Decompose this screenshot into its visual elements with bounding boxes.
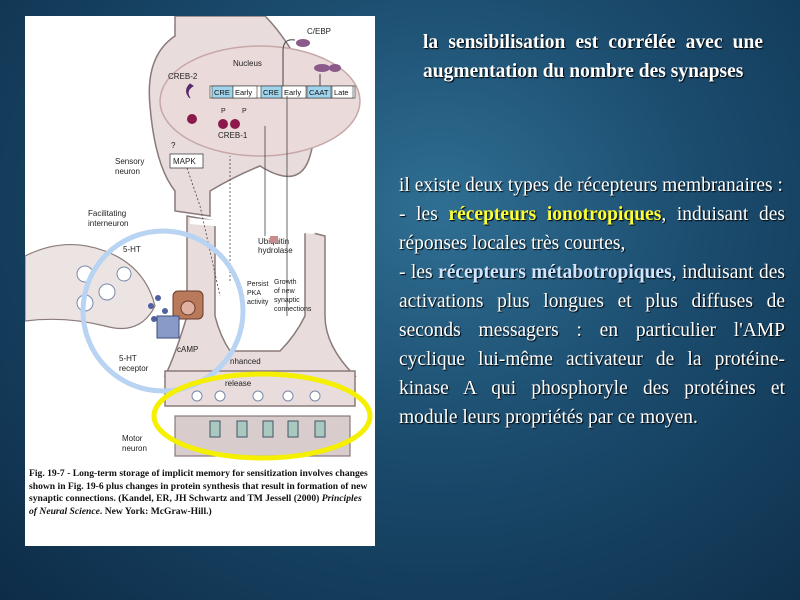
- label-camp: cAMP: [177, 345, 198, 354]
- highlight-ellipse-yellow: [151, 371, 373, 461]
- label-motor: Motor: [122, 434, 143, 443]
- label-release: release: [225, 379, 252, 388]
- label-facilitating: Facilitating: [88, 209, 126, 218]
- label-cebp: C/EBP: [307, 27, 331, 36]
- slide-title: la sensibilisation est corrélée avec une…: [423, 32, 763, 82]
- creb1-molecule-1: [218, 119, 228, 129]
- label-5ht: 5-HT: [123, 245, 141, 254]
- label-question: ?: [171, 141, 176, 150]
- dna-label-cre-2: CRE: [263, 88, 279, 97]
- label-sensory: Sensory: [115, 157, 144, 166]
- label-p-1: P: [221, 108, 226, 115]
- interneuron-terminal: [25, 244, 156, 330]
- label-persistent-3: activity: [247, 299, 269, 306]
- label-creb2: CREB-2: [168, 72, 198, 81]
- dna-label-cre-1: CRE: [214, 88, 230, 97]
- 5ht-receptor: [156, 315, 180, 339]
- highlight-circle-blue: [80, 228, 246, 394]
- label-ubiquitin-2: hydrolase: [258, 246, 293, 255]
- label-growth-2: of new: [274, 288, 296, 295]
- label-persistent-2: PKA: [247, 290, 261, 297]
- creb2-molecule: [186, 83, 194, 99]
- body-item-metabotropic: - les récepteurs métabotropiques, induis…: [399, 258, 785, 432]
- caption-book-title: Principles of Neural Science: [29, 493, 362, 517]
- label-growth-1: Growth: [274, 279, 297, 286]
- dna-box-early-2: [281, 85, 307, 99]
- dna-label-early-1: Early: [235, 88, 252, 97]
- label-mapk: MAPK: [173, 157, 196, 166]
- item2-prefix: - les: [399, 262, 439, 283]
- axon: [163, 215, 357, 377]
- nucleus: [159, 45, 361, 157]
- caption-text-2: . New York: McGraw-Hill.): [99, 505, 212, 517]
- dna-label-late: Late: [334, 88, 349, 97]
- creb1-molecule-3: [187, 114, 197, 124]
- term-ionotropic: récepteurs ionotropiques: [448, 204, 662, 225]
- label-5ht-receptor-1: 5-HT: [119, 354, 137, 363]
- item1-prefix: - les: [399, 204, 449, 225]
- label-persistent-1: Persist: [247, 281, 268, 288]
- dna-label-early-2: Early: [284, 88, 301, 97]
- label-sensory-neuron: neuron: [115, 167, 140, 176]
- label-motor-neuron: neuron: [122, 444, 147, 453]
- label-p-2: P: [242, 108, 247, 115]
- neuron-diagram: CRE Early CRE Early CAAT Late C/EBP Nucl…: [25, 16, 373, 461]
- label-5ht-receptor-2: receptor: [119, 364, 149, 373]
- caption-text-1: Fig. 19-7 - Long-term storage of implici…: [29, 468, 368, 505]
- item2-suffix: , induisant des activations plus longues…: [399, 262, 785, 428]
- creb1-molecule-2: [230, 119, 240, 129]
- item1-suffix: , induisant des réponses locales très co…: [399, 204, 785, 254]
- label-nucleus: Nucleus: [233, 59, 262, 68]
- term-metabotropic: récepteurs métabotropiques: [438, 262, 672, 283]
- label-growth-4: connections: [274, 306, 312, 313]
- mapk-box: [169, 153, 204, 169]
- label-enhanced: nhanced: [230, 357, 261, 366]
- body-intro: il existe deux types de récepteurs membr…: [399, 175, 783, 196]
- dna-label-caat: CAAT: [309, 88, 329, 97]
- dna-box-caat: [306, 85, 332, 99]
- dna-box-early-1: [232, 85, 258, 99]
- label-interneuron: interneuron: [88, 219, 128, 228]
- figure-panel: CRE Early CRE Early CAAT Late C/EBP Nucl…: [25, 16, 375, 546]
- dna-box-late: [331, 85, 354, 99]
- body-item-ionotropic: - les récepteurs ionotropiques, induisan…: [399, 200, 785, 258]
- slide-body: il existe deux types de récepteurs membr…: [399, 171, 785, 432]
- label-creb1: CREB-1: [218, 131, 248, 140]
- figure-caption: Fig. 19-7 - Long-term storage of implici…: [29, 468, 371, 518]
